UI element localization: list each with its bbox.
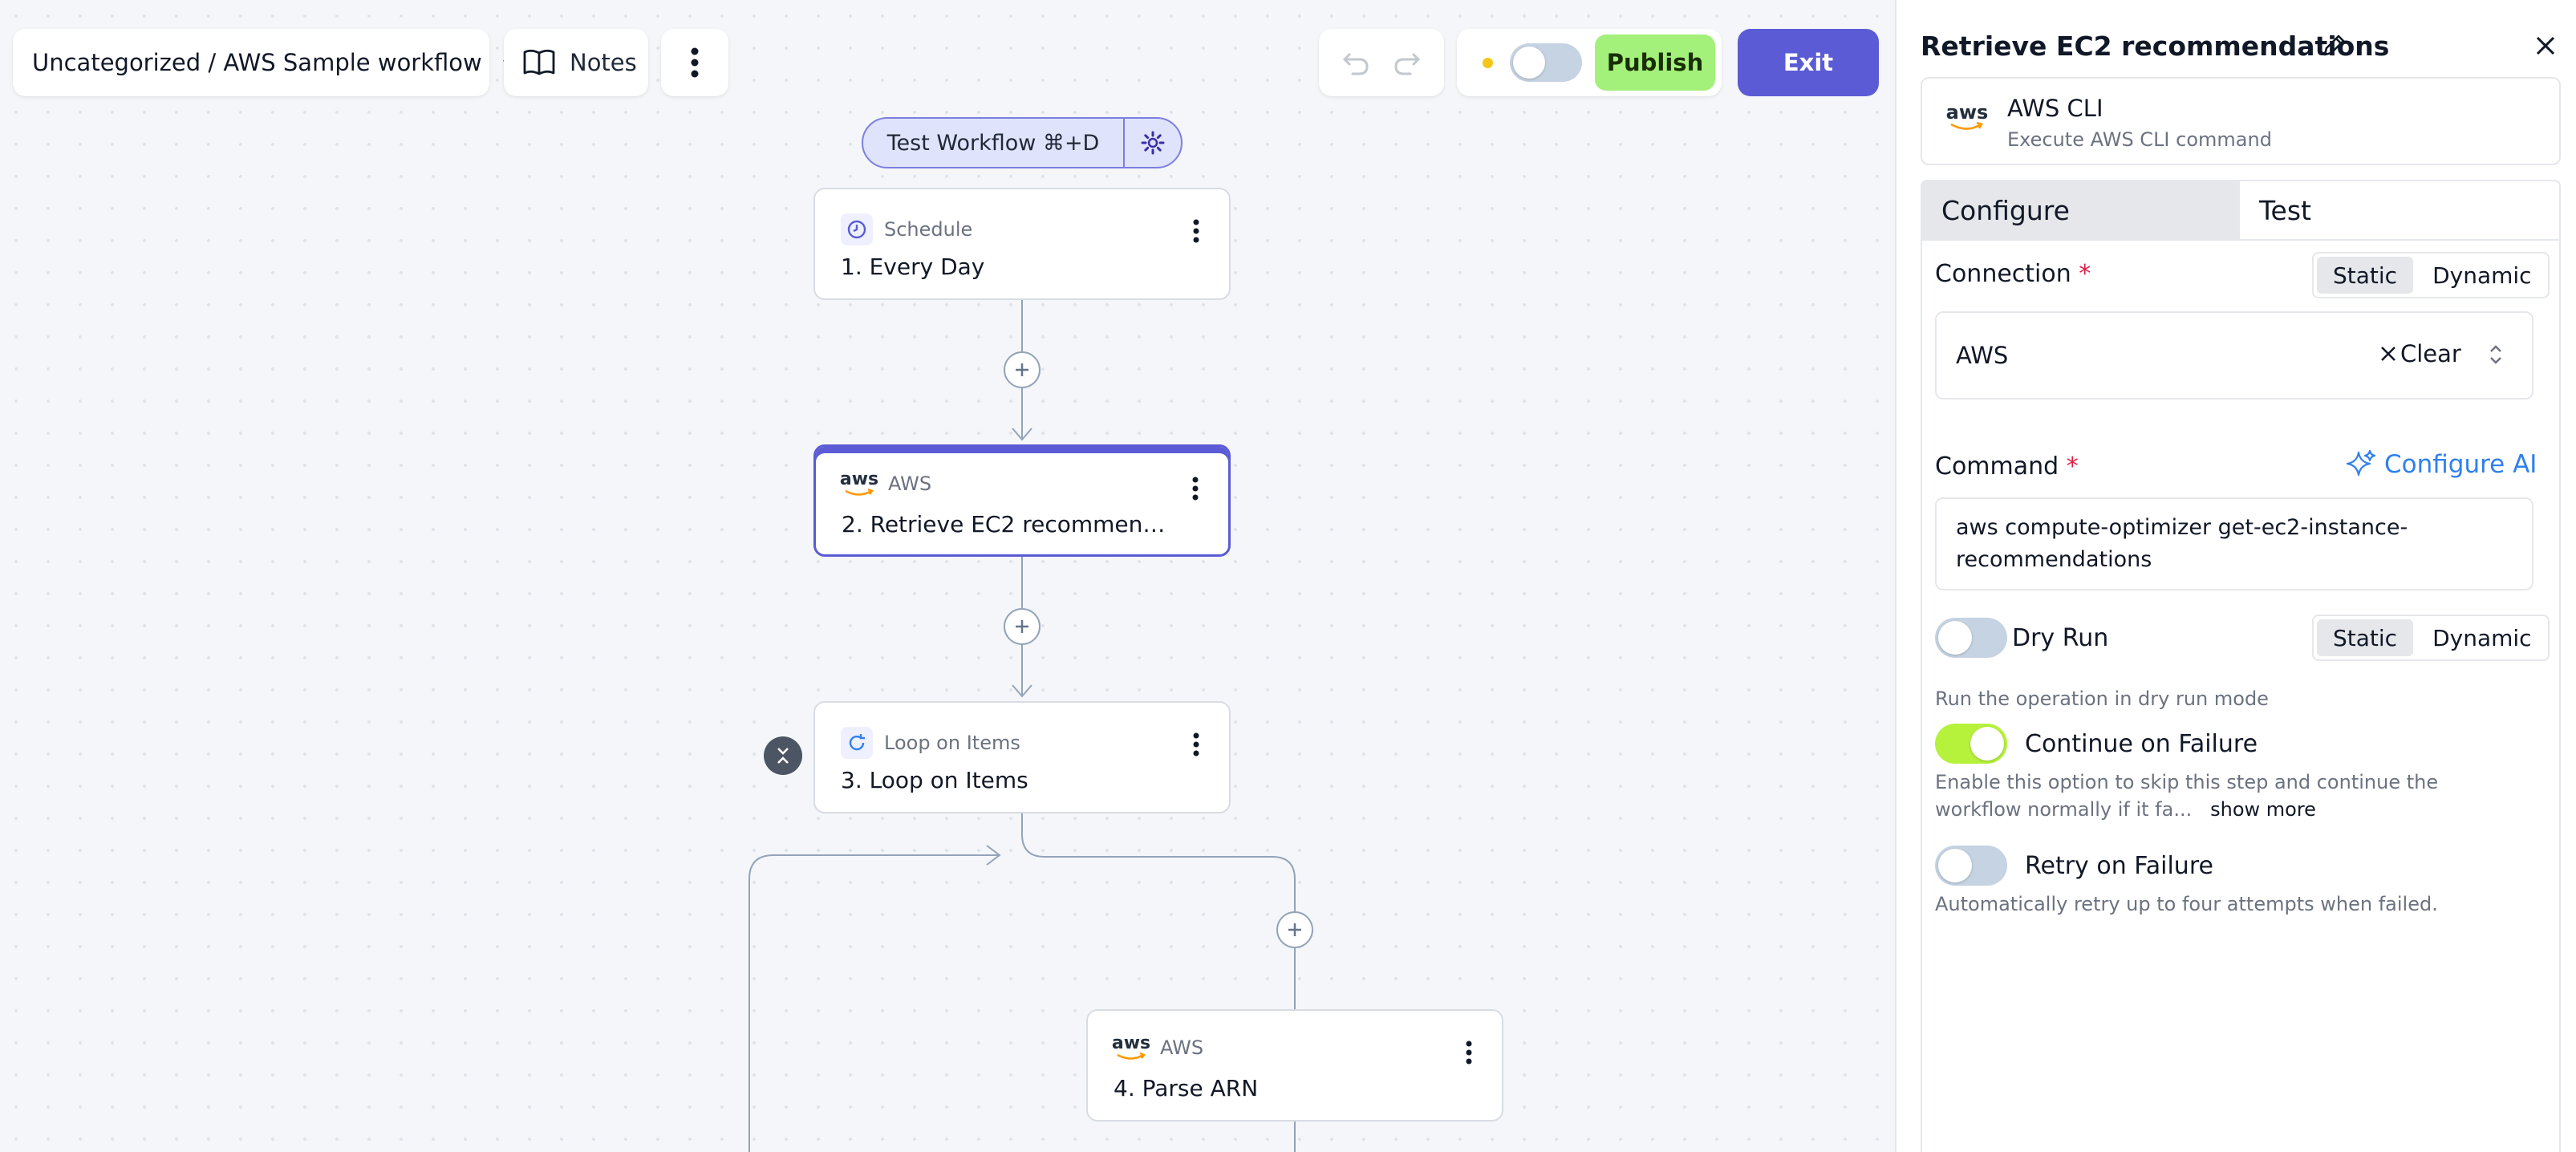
step-node-loop[interactable]: Loop on Items 3. Loop on Items xyxy=(813,701,1231,813)
step-node-parse-arn[interactable]: aws AWS 4. Parse ARN xyxy=(1086,1009,1503,1122)
breadcrumb-text: Uncategorized / AWS Sample workflow xyxy=(32,49,482,76)
step-menu-icon[interactable] xyxy=(1184,215,1208,247)
aws-logo-icon: aws xyxy=(1112,1035,1150,1061)
clock-icon xyxy=(841,213,873,245)
step-title: 2. Retrieve EC2 recommendati... xyxy=(842,511,1178,537)
plus-icon xyxy=(1016,620,1028,633)
connection-mode-toggle: Static Dynamic xyxy=(2312,252,2550,298)
dry-run-help: Run the operation in dry run mode xyxy=(1935,688,2269,710)
step-kind: Schedule xyxy=(841,213,972,245)
dynamic-option[interactable]: Dynamic xyxy=(2432,262,2532,289)
step-kind: aws AWS xyxy=(839,469,932,497)
test-workflow-button[interactable]: Test Workflow ⌘+D xyxy=(863,119,1125,167)
step-title: 3. Loop on Items xyxy=(841,767,1028,793)
workflow-canvas[interactable]: Uncategorized / AWS Sample workflow Note… xyxy=(0,0,1895,1152)
step-title: 1. Every Day xyxy=(841,254,985,280)
piece-card[interactable]: aws AWS CLI Execute AWS CLI command xyxy=(1921,77,2561,165)
show-more-link[interactable]: show more xyxy=(2210,798,2316,821)
test-settings-icon[interactable] xyxy=(1125,119,1181,167)
chevron-updown-icon[interactable] xyxy=(2487,342,2505,367)
command-label: Command * xyxy=(1935,452,2079,481)
step-node-schedule[interactable]: Schedule 1. Every Day xyxy=(813,188,1231,300)
continue-on-failure-label: Continue on Failure xyxy=(2025,730,2258,758)
exit-button[interactable]: Exit xyxy=(1738,29,1879,96)
step-title: 4. Parse ARN xyxy=(1114,1075,1259,1101)
tab-test[interactable]: Test xyxy=(2259,194,2311,226)
step-kind: Loop on Items xyxy=(841,727,1020,759)
kebab-menu-icon xyxy=(691,47,699,79)
tab-configure[interactable]: Configure xyxy=(1922,181,2240,239)
clear-connection-button[interactable]: Clear xyxy=(2379,340,2461,367)
pencil-icon[interactable] xyxy=(2320,32,2347,59)
configure-ai-button[interactable]: Configure AI xyxy=(2346,449,2537,480)
add-step-button[interactable] xyxy=(1004,608,1041,645)
aws-logo-icon: aws xyxy=(840,471,878,497)
piece-name: AWS CLI xyxy=(2007,95,2103,122)
panel-tabs: Configure Test xyxy=(1921,180,2561,241)
flow-connectors xyxy=(748,300,1296,1152)
plus-icon xyxy=(1288,923,1301,936)
notes-button[interactable]: Notes xyxy=(504,29,648,96)
add-step-button[interactable] xyxy=(1004,351,1041,388)
dry-run-toggle[interactable] xyxy=(1935,618,2007,658)
step-menu-icon[interactable] xyxy=(1457,1036,1481,1069)
retry-on-failure-toggle[interactable] xyxy=(1935,846,2007,886)
static-option[interactable]: Static xyxy=(2317,257,2414,294)
retry-on-failure-label: Retry on Failure xyxy=(2025,852,2213,880)
publish-button[interactable]: Publish xyxy=(1595,34,1715,91)
step-node-retrieve-ec2[interactable]: aws AWS 2. Retrieve EC2 recommendati... xyxy=(813,444,1231,557)
breadcrumb[interactable]: Uncategorized / AWS Sample workflow xyxy=(13,29,516,96)
add-step-button[interactable] xyxy=(1276,911,1313,948)
connection-value: AWS xyxy=(1956,342,2009,369)
dry-run-label: Dry Run xyxy=(2012,624,2109,652)
panel-title: Retrieve EC2 recommendations xyxy=(1921,30,2390,62)
redo-icon[interactable] xyxy=(1393,48,1422,77)
loop-icon xyxy=(841,727,873,759)
undo-icon[interactable] xyxy=(1341,48,1370,77)
step-kind: aws AWS xyxy=(1111,1033,1204,1061)
config-body-frame xyxy=(1921,239,2561,1152)
collapse-icon xyxy=(777,748,789,764)
retry-on-failure-help: Automatically retry up to four attempts … xyxy=(1935,893,2438,915)
x-icon xyxy=(2381,347,2395,361)
piece-description: Execute AWS CLI command xyxy=(2007,128,2272,151)
connection-label: Connection * xyxy=(1935,260,2091,288)
collapse-loop-button[interactable] xyxy=(764,736,802,775)
connection-select[interactable]: AWS Clear xyxy=(1935,311,2533,400)
plus-icon xyxy=(1016,363,1028,376)
status-dot xyxy=(1483,58,1493,68)
aws-logo-icon: aws xyxy=(1946,103,1988,132)
continue-on-failure-help: Enable this option to skip this step and… xyxy=(1935,771,2439,821)
continue-on-failure-toggle[interactable] xyxy=(1935,724,2007,764)
notes-label: Notes xyxy=(570,49,637,76)
command-value: aws compute-optimizer get-ec2-instance-r… xyxy=(1956,515,2408,572)
test-workflow-pill: Test Workflow ⌘+D xyxy=(862,117,1183,168)
command-input[interactable]: aws compute-optimizer get-ec2-instance-r… xyxy=(1935,497,2533,590)
step-menu-icon[interactable] xyxy=(1183,473,1207,505)
book-icon xyxy=(523,49,555,76)
static-option[interactable]: Static xyxy=(2317,619,2414,656)
dry-run-mode-toggle: Static Dynamic xyxy=(2312,615,2550,661)
step-menu-icon[interactable] xyxy=(1184,728,1208,761)
sparkle-icon xyxy=(2346,449,2376,477)
more-options-button[interactable] xyxy=(661,29,728,96)
close-icon[interactable] xyxy=(2535,35,2556,56)
publish-toggle[interactable] xyxy=(1510,43,1582,82)
undo-redo-group xyxy=(1319,29,1444,96)
publish-group: Publish xyxy=(1457,29,1722,96)
step-settings-panel: Retrieve EC2 recommendations aws AWS CLI… xyxy=(1895,0,2576,1152)
dynamic-option[interactable]: Dynamic xyxy=(2432,624,2532,651)
